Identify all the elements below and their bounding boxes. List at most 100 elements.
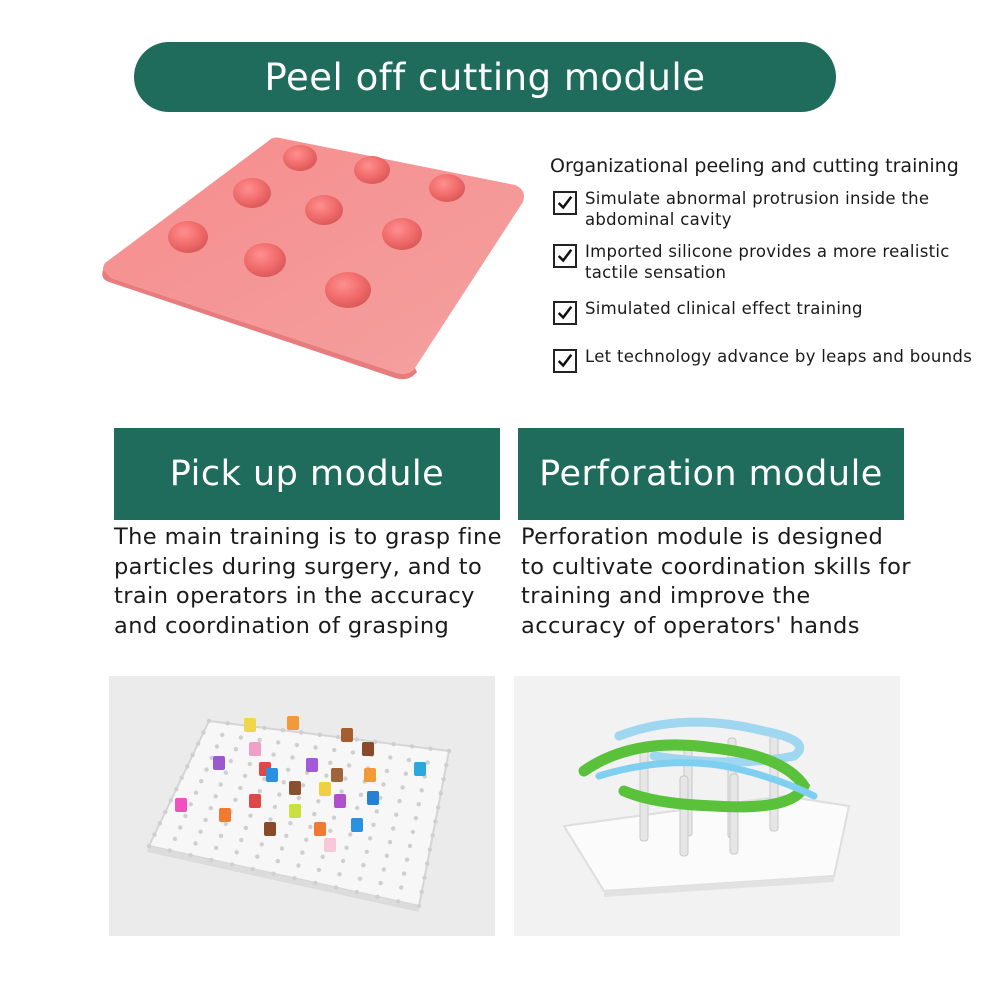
board-peg [413,815,419,821]
board-peg [204,767,209,772]
board-peg [407,843,413,849]
board-peg [250,866,255,872]
board-peg [271,752,276,757]
board-peg [152,832,157,837]
board-peg [337,872,342,877]
board-peg [419,889,424,895]
board-peg [391,826,396,831]
board-peg [406,757,412,763]
board-peg [193,841,198,846]
board-peg [213,845,219,851]
board-peg [259,842,264,847]
board-peg [195,741,201,746]
board-peg [218,782,223,787]
board-peg [280,728,285,733]
board-peg [238,785,243,791]
board-peg [277,792,282,797]
board-peg [172,836,178,842]
board-peg [167,848,172,853]
board-peg [336,735,341,740]
board-peg [238,735,244,740]
board-peg [174,787,179,792]
board-peg [433,819,438,824]
board-peg [350,750,356,755]
board-peg [288,821,293,826]
board-peg [248,813,253,818]
top-title-banner: Peel off cutting module [134,42,836,112]
board-peg [229,862,235,867]
board-peg [201,730,206,735]
board-peg [203,817,208,823]
checkbox-checked-icon [553,349,577,373]
pickup-module-title: Pick up module [169,454,445,494]
board-peg [163,809,168,815]
board-peg [285,767,291,772]
feature-item: Simulate abnormal protrusion inside the … [553,188,993,230]
pickup-description: The main training is to grasp fine parti… [114,524,502,639]
board-peg [272,804,278,810]
board-peg [157,821,163,826]
board-peg [185,764,190,769]
board-peg [320,854,325,859]
board-peg [387,839,393,845]
board-peg [268,817,273,822]
checkbox-checked-icon [553,244,577,268]
features-title: Organizational peeling and cutting train… [550,155,959,177]
board-peg [206,718,212,724]
board-peg [438,791,443,796]
board-peg [328,760,333,765]
board-peg [234,850,239,855]
board-peg [313,880,318,886]
board-peg [340,858,346,864]
board-peg [343,776,348,781]
board-peg [339,789,344,794]
board-peg [391,741,396,747]
board-peg [214,744,220,749]
board-peg [332,747,337,753]
board-peg [257,737,262,743]
board-peg [324,773,329,778]
board-peg [313,745,318,750]
board-peg [247,761,253,767]
board-peg [300,783,306,788]
pad-bumps [168,145,465,308]
board-peg [199,779,204,784]
board-peg [294,742,300,748]
board-peg [316,799,321,804]
top-title: Peel off cutting module [264,55,706,99]
board-peg [190,752,195,758]
board-peg [292,876,297,881]
board-peg [441,777,446,782]
feature-text: Let technology advance by leaps and boun… [585,347,973,366]
board-peg [228,758,233,764]
board-peg [419,788,424,793]
board-peg [308,824,313,830]
board-peg [400,785,405,790]
board-peg [378,880,383,886]
board-peg [378,795,383,801]
board-peg [416,903,422,909]
feature-text: Simulated clinical effect training [585,299,863,318]
board-peg [275,858,280,864]
board-peg [213,794,218,799]
board-peg [397,798,402,804]
board-peg [284,833,289,838]
board-peg [193,790,199,795]
board-peg [371,822,376,827]
board-peg [375,894,380,899]
board-peg [242,773,248,779]
board-peg [348,832,353,837]
board-peg [223,821,228,827]
board-peg [233,797,238,803]
board-peg [427,847,433,852]
board-peg [304,837,309,842]
feature-item: Imported silicone provides a more realis… [553,241,993,283]
pickup-module-image [109,676,495,936]
board-peg [422,875,427,880]
board-peg [317,732,322,737]
board-peg [388,755,393,760]
board-peg [255,854,260,859]
board-peg [354,890,359,895]
board-peg [409,744,415,749]
board-peg [188,802,193,807]
